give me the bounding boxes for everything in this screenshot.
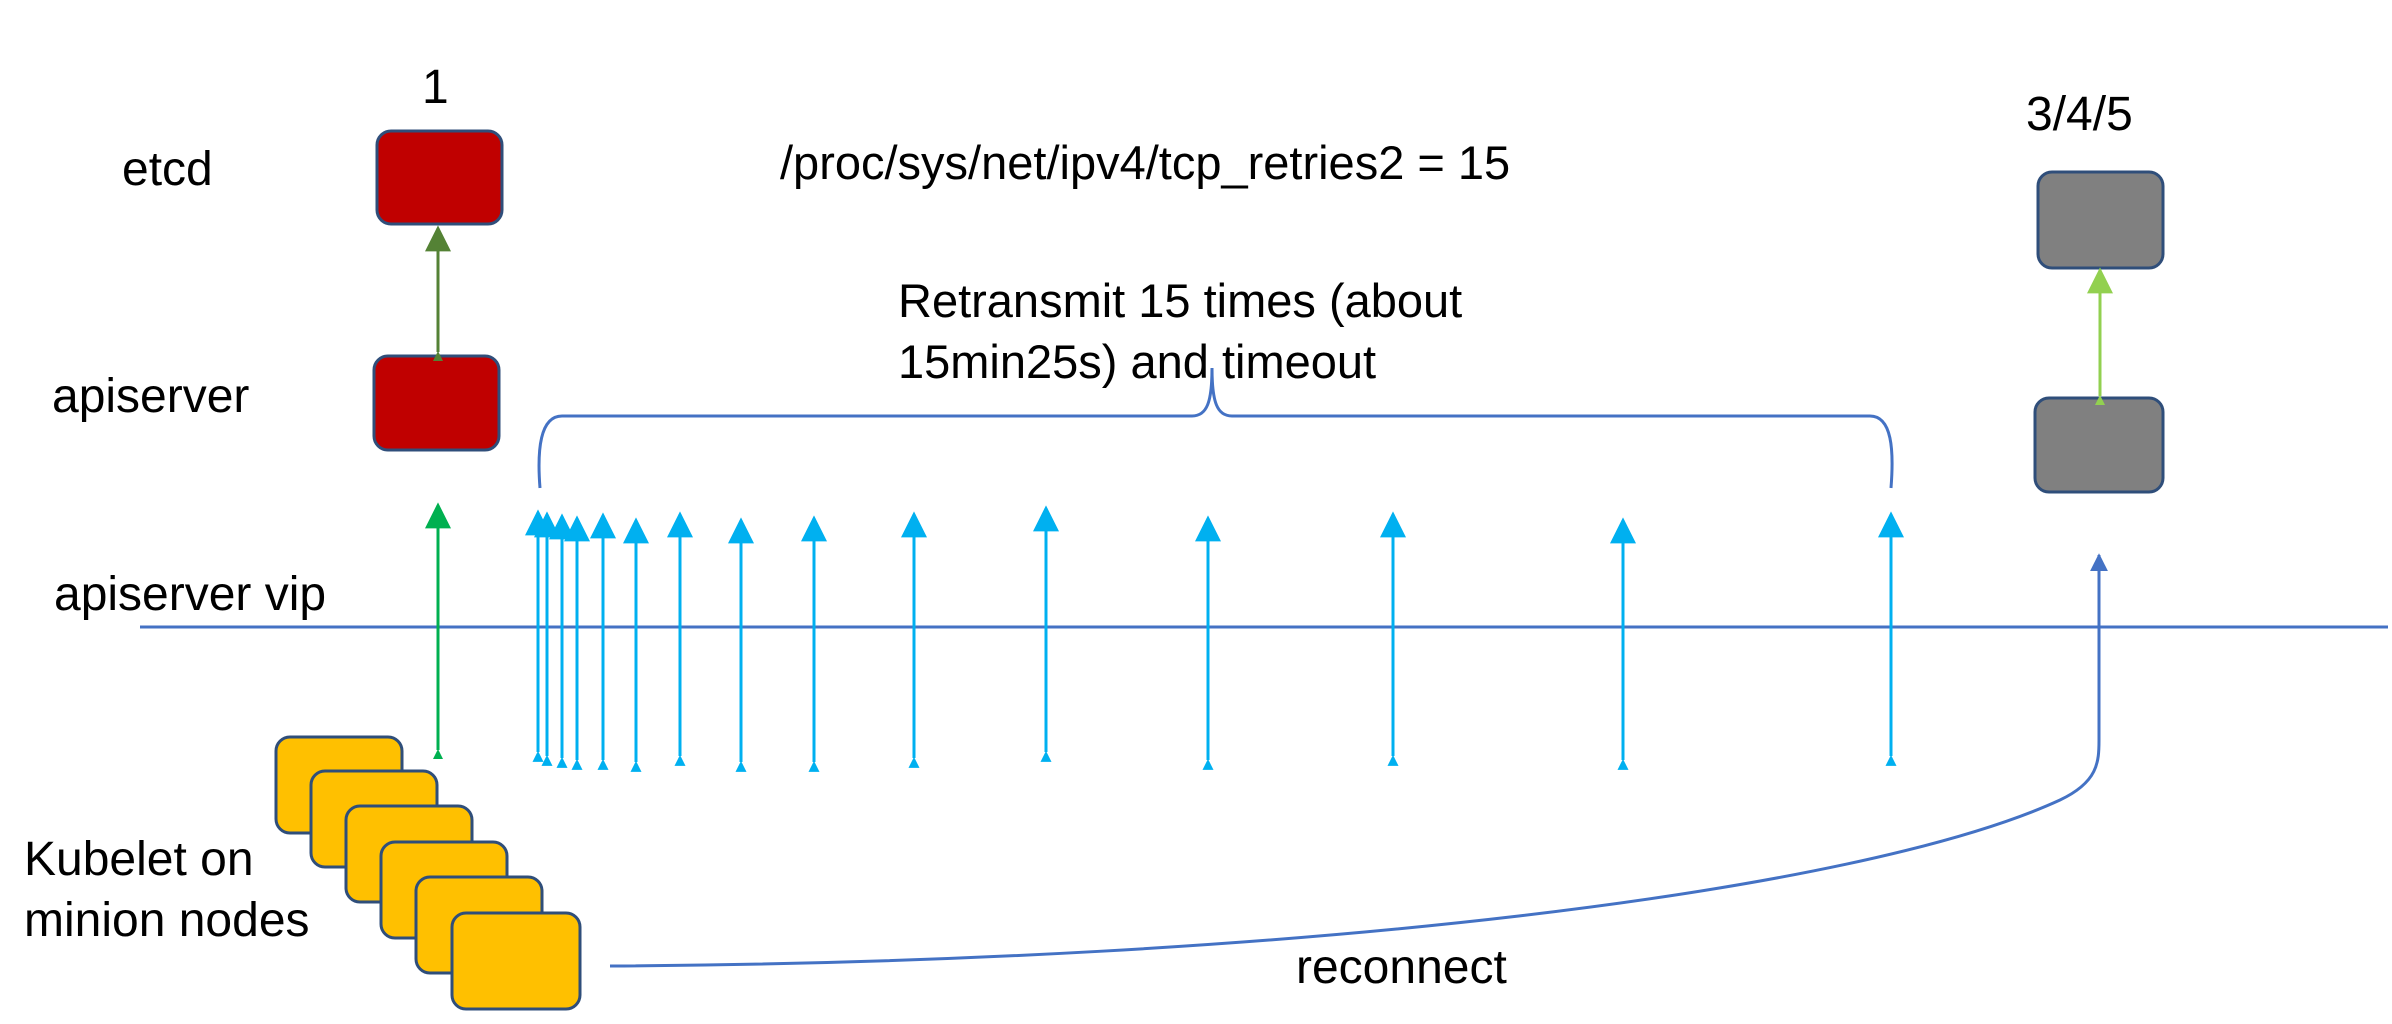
retransmit-brace	[537, 367, 1894, 489]
apiserver-label: apiserver	[52, 370, 250, 423]
step-345-label: 3/4/5	[2026, 88, 2133, 141]
reconnect-curve	[609, 553, 2108, 968]
etcd-box-initial	[375, 129, 504, 226]
retransmit-label-line1: Retransmit 15 times (about	[898, 274, 1463, 327]
apiserver-box-new	[2033, 396, 2165, 494]
retransmit-label-line2: 15min25s) and timeout	[898, 335, 1377, 388]
kubelet-node-stack	[274, 735, 582, 1011]
step-1-label: 1	[422, 61, 449, 114]
etcd-box-new	[2036, 170, 2165, 270]
retransmission-arrows	[525, 505, 1904, 772]
apiserver-vip-label: apiserver vip	[54, 568, 327, 621]
apiserver-box-initial	[372, 354, 501, 452]
kubelet-label-line1: Kubelet on	[24, 833, 254, 886]
kubelet-node	[450, 911, 582, 1011]
etcd-label: etcd	[122, 143, 213, 196]
reconnect-label: reconnect	[1296, 941, 1507, 994]
kubelet-label-line2: minion nodes	[24, 894, 310, 947]
tcp-retries-label: /proc/sys/net/ipv4/tcp_retries2 = 15	[780, 136, 1511, 189]
